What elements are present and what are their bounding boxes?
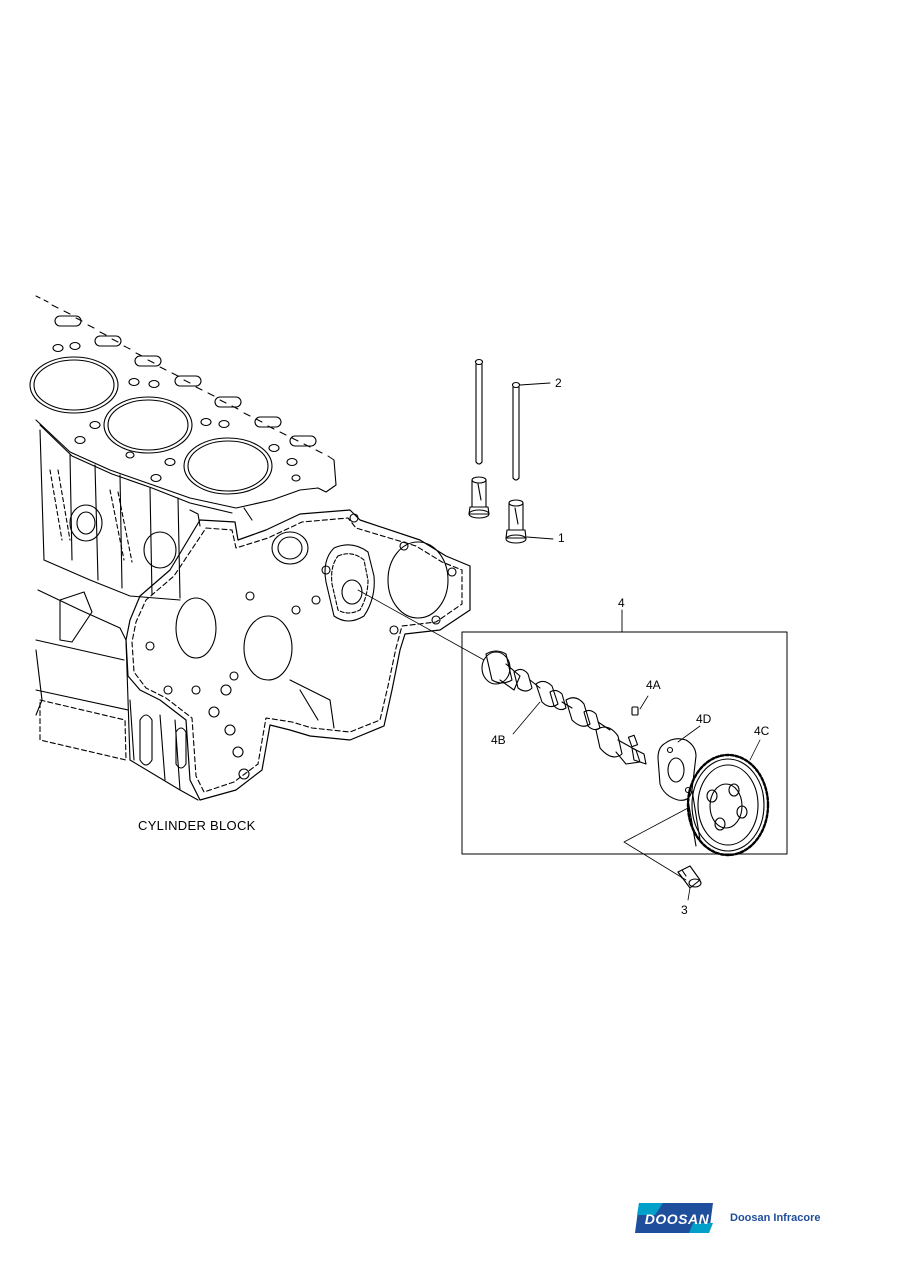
callout-3: 3 — [681, 903, 688, 917]
tappets — [468, 476, 554, 544]
push-rods — [474, 358, 551, 481]
callout-4a: 4A — [646, 678, 661, 692]
doosan-logo-text: DOOSAN — [644, 1211, 710, 1227]
callout-4b: 4B — [491, 733, 506, 747]
cylinder-block-caption: CYLINDER BLOCK — [138, 818, 256, 833]
callout-4d: 4D — [696, 712, 712, 726]
bolt — [677, 865, 702, 901]
callout-2: 2 — [555, 376, 562, 390]
cylinder-block — [29, 295, 471, 801]
doosan-logo-mark — [635, 1203, 713, 1233]
callout-4c: 4C — [754, 724, 770, 738]
doosan-logo: DOOSAN Doosan Infracore — [633, 1201, 823, 1237]
camshaft-gear — [686, 739, 770, 857]
camshaft-assembly — [357, 589, 788, 881]
callout-1: 1 — [558, 531, 565, 545]
company-name: Doosan Infracore — [730, 1212, 821, 1224]
callout-4: 4 — [618, 596, 625, 610]
